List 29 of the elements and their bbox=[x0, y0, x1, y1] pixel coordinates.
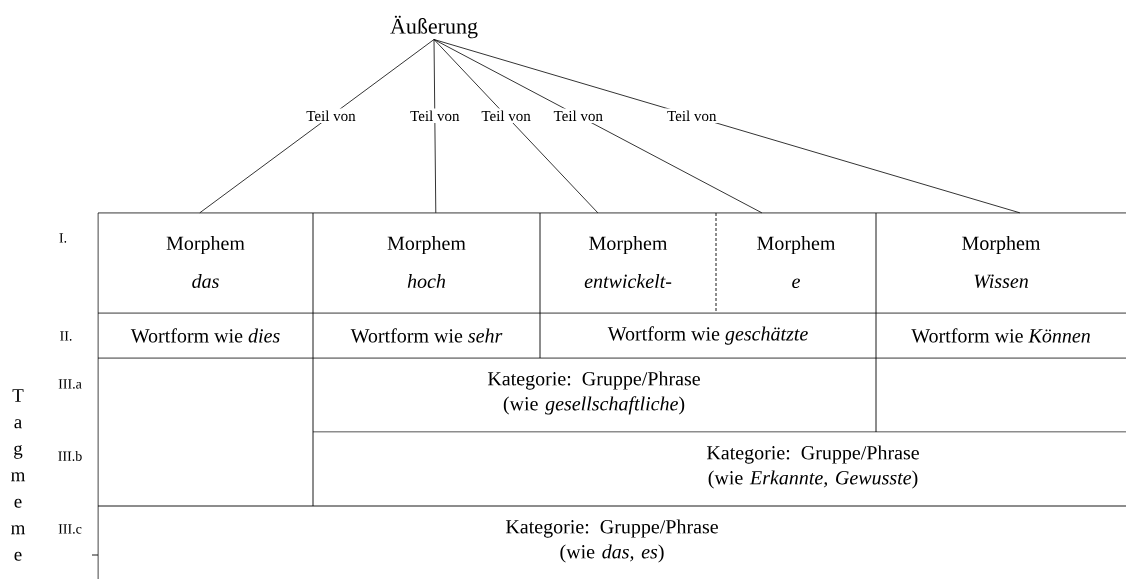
table-cell: Wortform wie Können bbox=[911, 328, 1090, 343]
row-label: III.b bbox=[58, 451, 82, 461]
connector-line bbox=[199, 39, 435, 214]
row-label: III.a bbox=[58, 379, 82, 389]
row-label: I. bbox=[59, 233, 67, 243]
table-cell: Morphem Wissen bbox=[962, 235, 1041, 289]
edge-label: Teil von bbox=[551, 108, 605, 124]
table-cell: Kategorie: Gruppe/Phrase (wie Erkannte, Gewusste) bbox=[706, 445, 919, 489]
connector-line bbox=[433, 39, 437, 214]
vertical-label: Tagmeme bbox=[11, 389, 26, 561]
row-label: II. bbox=[60, 331, 72, 341]
table-cell: Wortform wie sehr bbox=[350, 328, 503, 343]
table-cell: Kategorie: Gruppe/Phrase (wie gesellschaftliche) bbox=[487, 371, 700, 415]
connector-line bbox=[433, 39, 599, 214]
edge-label: Teil von bbox=[304, 108, 358, 124]
edge-label: Teil von bbox=[665, 108, 719, 124]
table-cell: Morphem e bbox=[757, 235, 836, 289]
edge-label: Teil von bbox=[479, 108, 533, 124]
row-label: III.c bbox=[58, 524, 82, 534]
table-cell: Morphem das bbox=[166, 235, 245, 289]
table-cell: Morphem entwickelt- bbox=[584, 235, 672, 289]
table-cell: Wortform wie geschätzte bbox=[607, 326, 808, 345]
connector-line bbox=[433, 39, 763, 214]
table-cell: Morphem hoch bbox=[387, 235, 466, 289]
connector-line bbox=[433, 39, 1021, 214]
root-label: Äußerung bbox=[390, 15, 478, 39]
table-cell: Kategorie: Gruppe/Phrase (wie das, es) bbox=[505, 519, 718, 563]
table-cell: Wortform wie dies bbox=[130, 328, 280, 343]
edge-label: Teil von bbox=[408, 108, 462, 124]
